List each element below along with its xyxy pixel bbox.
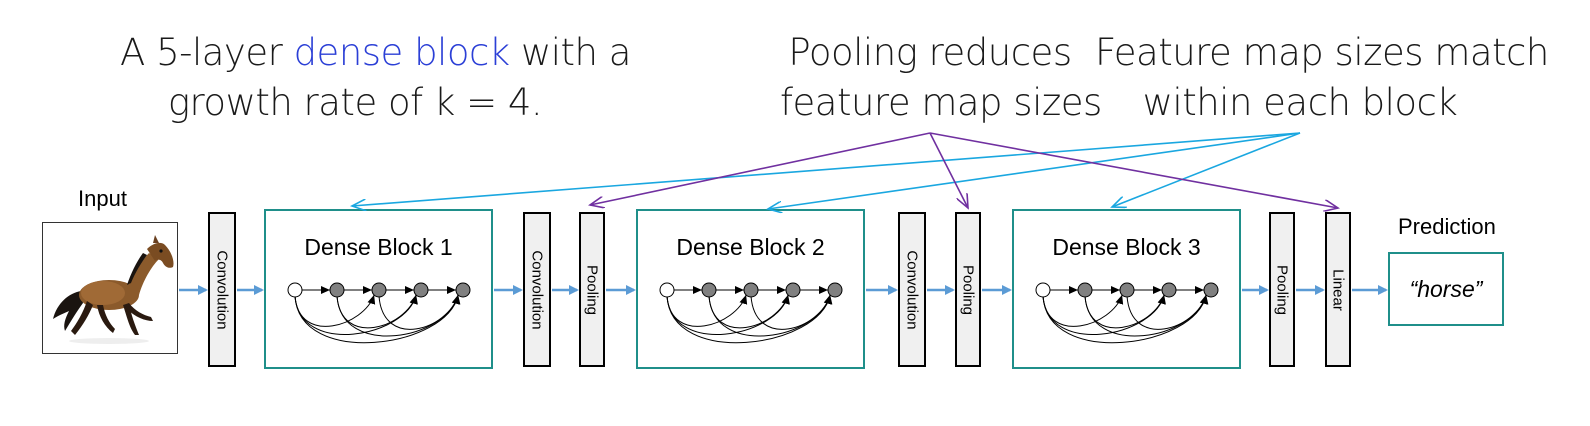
caption-line2: growth rate of k = 4. xyxy=(167,81,543,124)
pooling-caption-line2: feature map sizes xyxy=(780,81,1102,124)
dense-block-1 xyxy=(264,209,493,369)
dense-block-3-title: Dense Block 3 xyxy=(1052,234,1201,260)
prediction-box: “horse” xyxy=(1388,252,1504,326)
convolution-layer-1: Convolution xyxy=(208,212,236,367)
feature-map-caption-line2: within each block xyxy=(1142,81,1458,124)
dense-layer-node xyxy=(785,282,801,298)
dense-block-1-title: Dense Block 1 xyxy=(304,234,453,260)
feature-map-caption: Feature map sizes match within each bloc… xyxy=(1095,28,1549,128)
dense-skip-connection xyxy=(666,294,748,327)
dense-skip-connection xyxy=(336,294,460,337)
dense-skip-connection xyxy=(1042,294,1124,327)
pooling-layer-1: Pooling xyxy=(579,212,605,367)
pooling-layer-2: Pooling xyxy=(955,212,981,367)
linear-layer: Linear xyxy=(1325,212,1351,367)
pointer-to-pooling-3 xyxy=(929,132,1338,208)
pooling-layer-3: Pooling xyxy=(1269,212,1295,367)
pointer-to-pooling-2 xyxy=(929,132,968,208)
dense-graph-1 xyxy=(287,282,471,344)
caption-pre: A 5-layer xyxy=(120,31,294,74)
dense-layer-node xyxy=(329,282,345,298)
pointer-to-pooling-1 xyxy=(590,132,931,205)
dense-layer-node xyxy=(455,282,471,298)
dense-layer-node xyxy=(701,282,717,298)
dense-skip-connection xyxy=(750,294,832,330)
dense-layer-node xyxy=(1203,282,1219,298)
dense-skip-connection xyxy=(1084,294,1208,337)
dense-block-3 xyxy=(1012,209,1241,369)
dense-block-2-title: Dense Block 2 xyxy=(676,234,825,260)
dense-layer-node xyxy=(743,282,759,298)
input-image xyxy=(42,222,178,354)
input-label: Input xyxy=(78,186,127,211)
pointer-to-dense-block-2 xyxy=(768,132,1301,209)
dense-layer-node xyxy=(1161,282,1177,298)
dense-skip-connection xyxy=(378,294,460,330)
dense-input-node xyxy=(659,282,675,298)
pooling-caption-line1: Pooling reduces xyxy=(788,31,1072,74)
dense-layer-node xyxy=(413,282,429,298)
feature-map-caption-line1: Feature map sizes match xyxy=(1095,31,1549,74)
dense-graph-3 xyxy=(1035,282,1219,344)
dense-block-caption: A 5-layer dense block with a growth rate… xyxy=(120,28,631,128)
dense-input-node xyxy=(1035,282,1051,298)
dense-skip-connection xyxy=(294,294,376,327)
dense-skip-connection xyxy=(1126,294,1208,330)
pooling-pointers xyxy=(590,132,1338,208)
caption-post: with a xyxy=(509,31,631,74)
pointer-to-dense-block-1 xyxy=(352,132,1301,206)
dense-layer-node xyxy=(371,282,387,298)
dense-connection-graphs xyxy=(287,282,1219,344)
dense-input-node xyxy=(287,282,303,298)
feature-map-pointers xyxy=(352,132,1301,209)
convolution-layer-3: Convolution xyxy=(898,212,926,367)
dense-layer-node xyxy=(1077,282,1093,298)
dense-graph-2 xyxy=(659,282,843,344)
pooling-caption: Pooling reduces feature map sizes xyxy=(780,28,1102,128)
dense-block-highlight: dense block xyxy=(293,31,511,74)
pointer-to-dense-block-3 xyxy=(1112,132,1301,207)
horse-image xyxy=(53,235,174,344)
prediction-label: Prediction xyxy=(1398,214,1496,239)
dense-layer-node xyxy=(1119,282,1135,298)
dense-layer-node xyxy=(827,282,843,298)
dense-block-2 xyxy=(636,209,865,369)
dense-skip-connection xyxy=(708,294,832,337)
convolution-layer-2: Convolution xyxy=(523,212,551,367)
